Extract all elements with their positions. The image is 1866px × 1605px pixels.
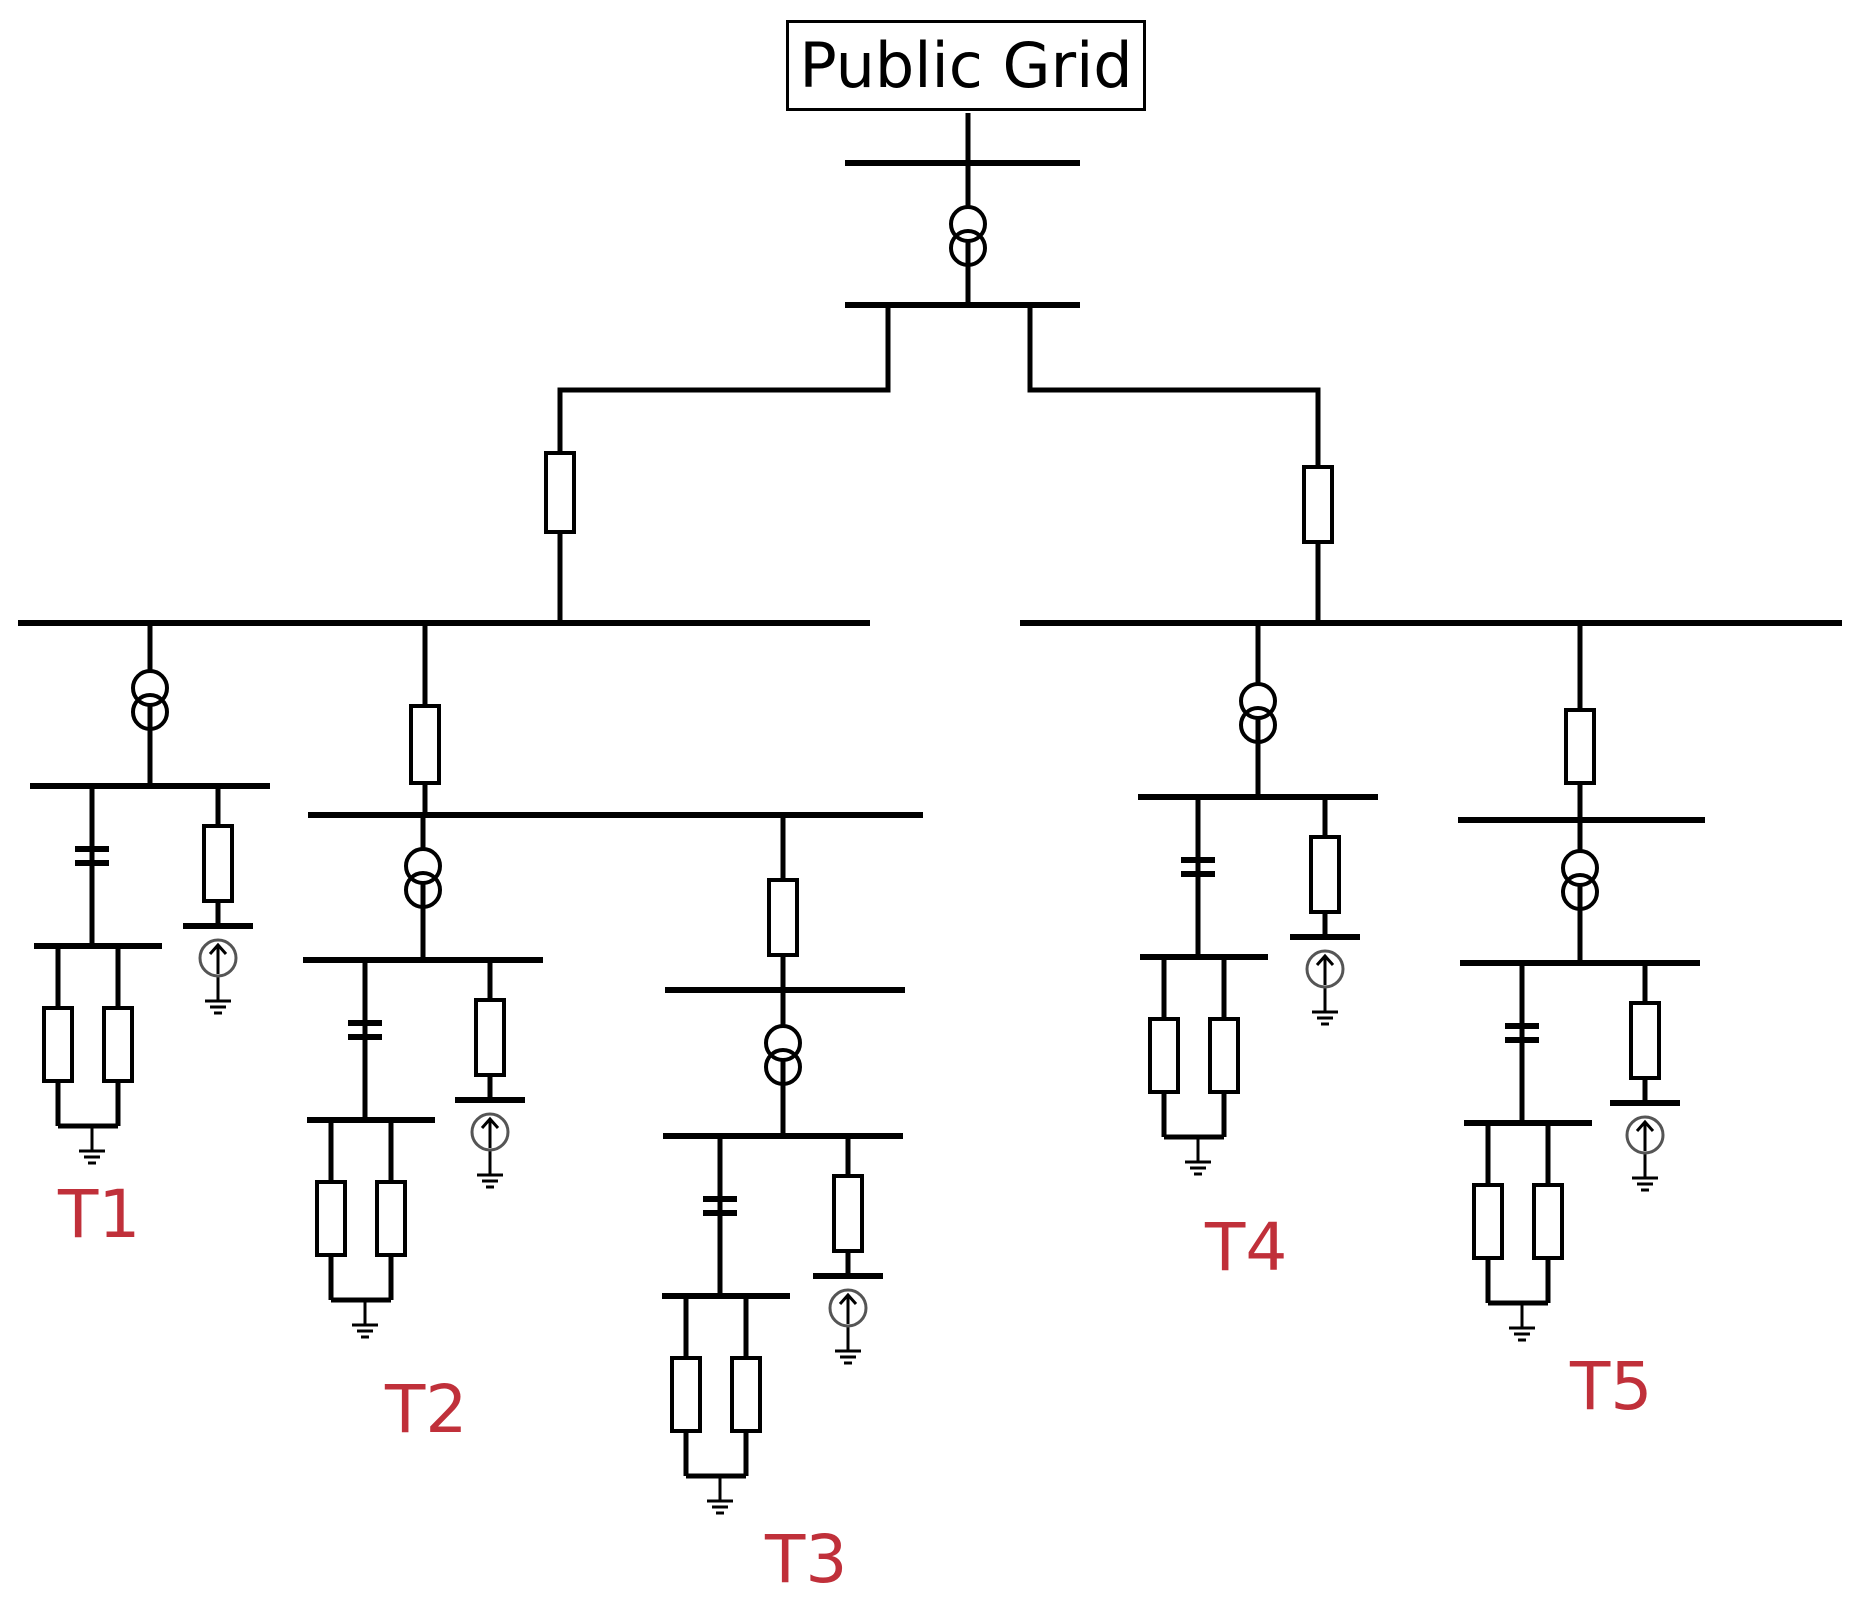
line-impedance (767, 878, 799, 957)
ground-symbol (835, 1343, 861, 1365)
line-impedance (409, 704, 441, 785)
load-impedance (42, 1006, 74, 1083)
current-source-symbol (1305, 949, 1345, 989)
load-impedance (1532, 1183, 1564, 1260)
ground-symbol (1185, 1154, 1211, 1176)
source-circle (1305, 949, 1345, 989)
source-arrow-head (1635, 1119, 1655, 1132)
current-source-symbol (828, 1288, 868, 1328)
ground-symbol (1509, 1320, 1535, 1342)
capacitor-symbol (703, 1196, 737, 1216)
right-line-impedance (1302, 465, 1334, 544)
transformer-t1 (131, 669, 169, 731)
load-impedance (375, 1180, 407, 1257)
diagram-symbols (42, 205, 1665, 1515)
source-arrow-head (1315, 953, 1335, 966)
source-arrow-head (838, 1292, 858, 1305)
load-impedance (315, 1180, 347, 1257)
transformer-winding-lower (404, 871, 442, 909)
current-source-symbol (1625, 1115, 1665, 1155)
transformer-winding-lower (764, 1048, 802, 1086)
transformer-t4 (1239, 682, 1277, 744)
current-source-symbol (198, 938, 238, 978)
terminal-label-t4: T4 (1205, 1209, 1288, 1286)
transformer-winding-lower (131, 693, 169, 731)
source-circle (470, 1112, 510, 1152)
ground-symbol (205, 993, 231, 1015)
current-source-symbol (470, 1112, 510, 1152)
diagram-wiring (18, 113, 1842, 1496)
load-impedance (670, 1356, 702, 1433)
source-circle (198, 938, 238, 978)
capacitor-symbol (75, 846, 109, 866)
terminal-label-t5: T5 (1570, 1348, 1653, 1425)
generator-impedance (832, 1174, 864, 1253)
load-impedance (1208, 1017, 1240, 1094)
source-circle (1625, 1115, 1665, 1155)
load-impedance (1472, 1183, 1504, 1260)
source-arrow-head (480, 1116, 500, 1129)
terminal-label-t1: T1 (58, 1176, 141, 1253)
main-transformer (949, 205, 987, 267)
generator-impedance (1629, 1001, 1661, 1080)
source-arrow-head (208, 942, 228, 955)
transformer-winding-lower (1561, 873, 1599, 911)
left-feeder (557, 305, 891, 623)
source-circle (828, 1288, 868, 1328)
left-line-impedance (544, 451, 576, 534)
public-grid-label: Public Grid (786, 20, 1146, 111)
capacitor-symbol (348, 1020, 382, 1040)
line-impedance (1564, 708, 1596, 785)
generator-impedance (1309, 835, 1341, 914)
ground-symbol (1312, 1004, 1338, 1026)
terminal-label-t2: T2 (385, 1371, 468, 1448)
load-impedance (102, 1006, 134, 1083)
transformer-t5 (1561, 849, 1599, 911)
capacitor-symbol (1181, 857, 1215, 877)
transformer-t2 (404, 847, 442, 909)
ground-symbol (352, 1317, 378, 1339)
transformer-winding-lower (1239, 706, 1277, 744)
transformer-winding-lower (949, 229, 987, 267)
load-impedance (730, 1356, 762, 1433)
ground-symbol (79, 1143, 105, 1165)
load-impedance (1148, 1017, 1180, 1094)
ground-symbol (707, 1493, 733, 1515)
generator-impedance (202, 824, 234, 903)
transformer-t3 (764, 1024, 802, 1086)
right-feeder (1027, 305, 1321, 623)
ground-symbol (477, 1167, 503, 1189)
ground-symbol (1632, 1170, 1658, 1192)
capacitor-symbol (1505, 1023, 1539, 1043)
terminal-label-t3: T3 (765, 1521, 848, 1598)
generator-impedance (474, 998, 506, 1077)
